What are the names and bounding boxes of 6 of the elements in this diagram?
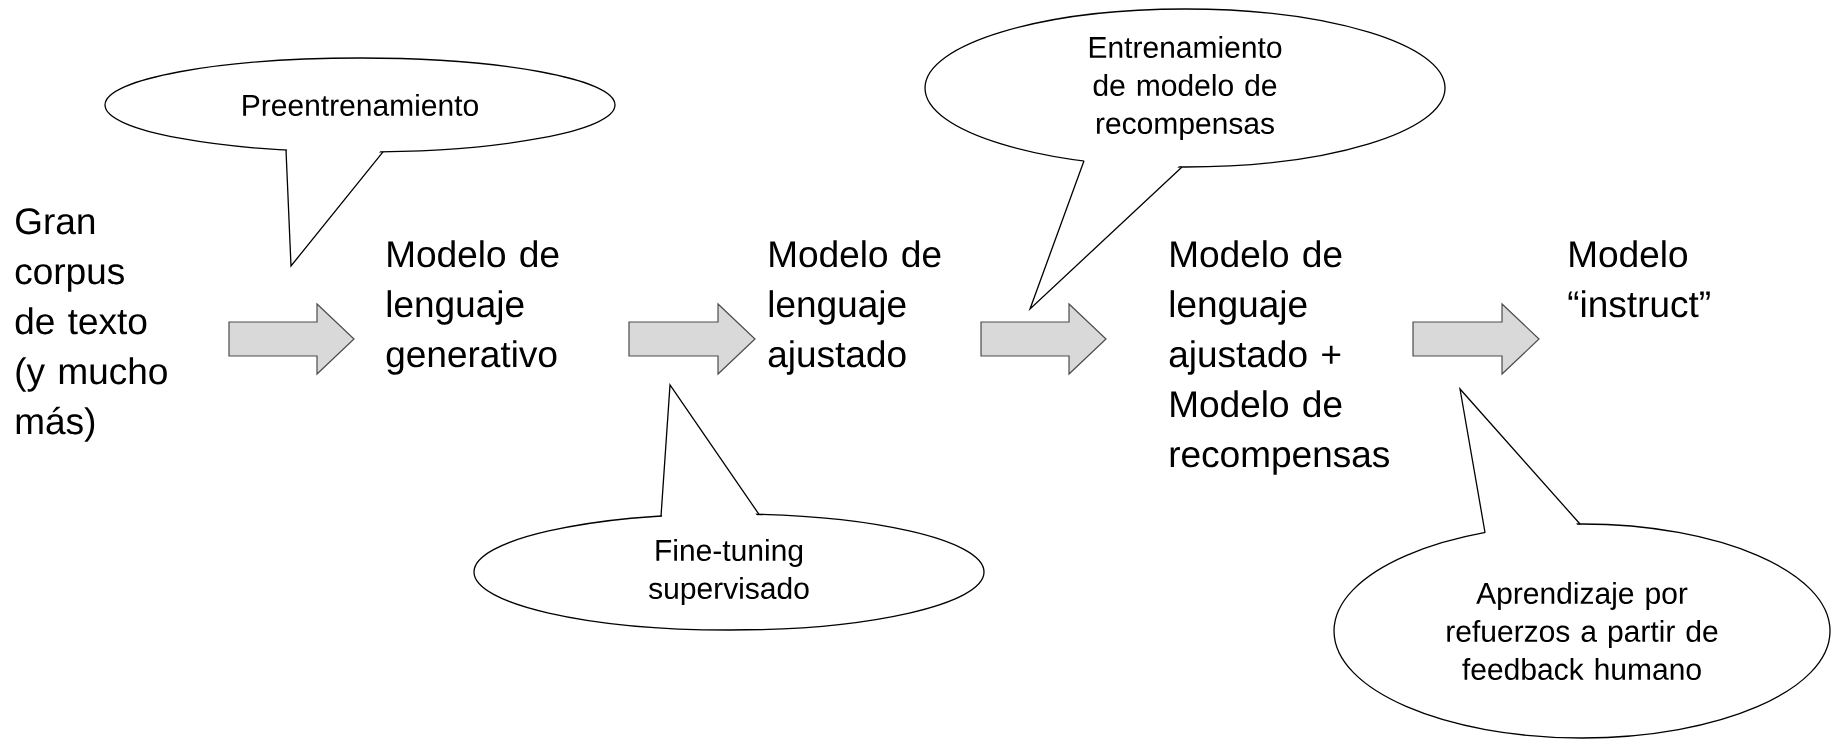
block-arrow: [1412, 302, 1540, 376]
stage-label: Modelo “instruct”: [1568, 240, 1710, 318]
speech-bubble: Fine-tuning supervisado: [473, 383, 985, 631]
block-arrow: [628, 302, 756, 376]
block-arrow: [980, 302, 1107, 376]
block-arrow: [228, 302, 355, 376]
